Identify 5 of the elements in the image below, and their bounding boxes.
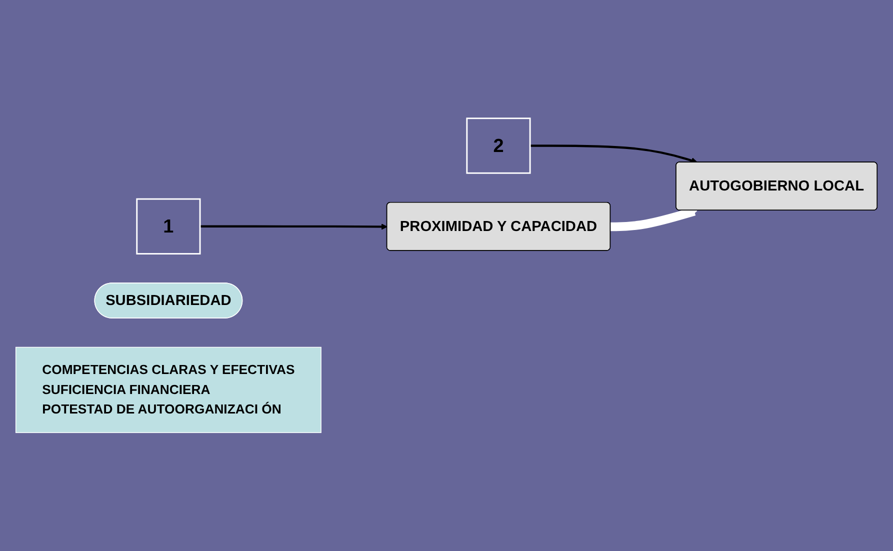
arrow — [530, 144, 698, 164]
arrow — [200, 224, 388, 230]
node-box: 2 — [466, 118, 531, 174]
node-box: COMPETENCIAS CLARAS Y EFECTIVAS SUFICIENCIA FINANCIERA POTESTAD DE AUTOORGANIZACI ÓN — [15, 346, 322, 434]
node-box: 1 — [136, 198, 201, 254]
